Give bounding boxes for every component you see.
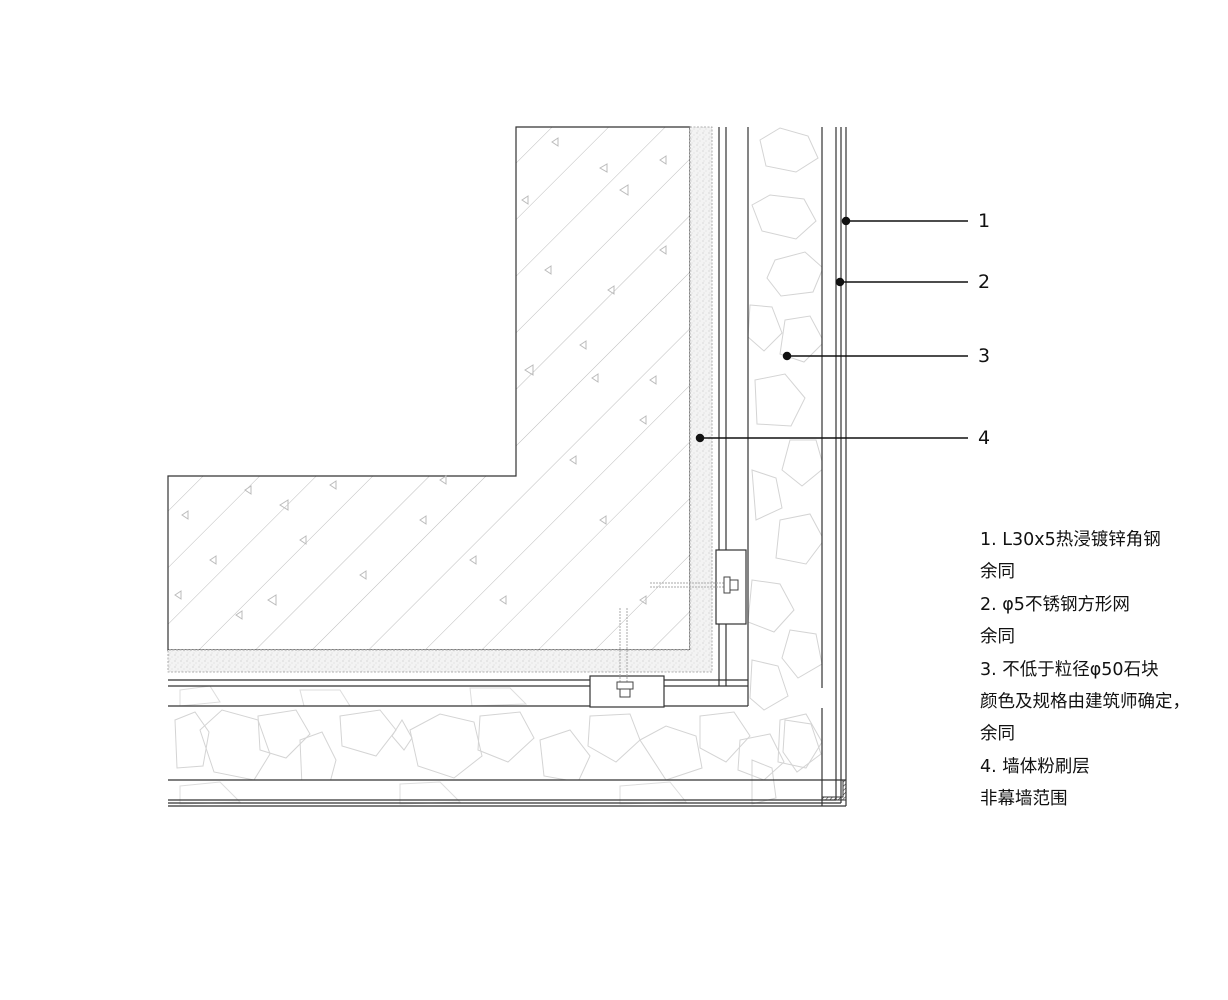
- note-line: 余同: [980, 562, 1015, 583]
- note-line: 3. 不低于粒径φ50石块: [980, 659, 1159, 680]
- note-line: 余同: [980, 627, 1015, 648]
- note-line: 非幕墙范围: [980, 789, 1068, 810]
- concrete-wall: [167, 126, 691, 651]
- note-line: 余同: [980, 724, 1015, 745]
- legend-notes: 1. L30x5热浸镀锌角钢 余同 2. φ5不锈钢方形网 余同 3. 不低于粒…: [980, 528, 1190, 820]
- wall-plaster-layer: [167, 126, 713, 673]
- callout-3-label: 3: [978, 345, 991, 367]
- note-line: 2. φ5不锈钢方形网: [980, 594, 1130, 615]
- anchor-bracket-horizontal: [589, 608, 665, 708]
- note-line: 4. 墙体粉刷层: [980, 756, 1090, 777]
- gabion-horizontal-lines: [168, 679, 846, 807]
- note-line: 1. L30x5热浸镀锌角钢: [980, 530, 1161, 550]
- anchor-bracket-vertical: [650, 549, 747, 625]
- note-line: 颜色及规格由建筑师确定，: [980, 691, 1190, 712]
- callout-1-label: 1: [978, 210, 991, 232]
- callout-4-label: 4: [978, 427, 991, 449]
- corner-angle-steel: [821, 779, 847, 801]
- stone-fill-horizontal: [174, 709, 822, 780]
- leader-lines: [695, 216, 968, 443]
- stone-fill-vertical: [748, 127, 822, 805]
- callout-2-label: 2: [978, 271, 991, 293]
